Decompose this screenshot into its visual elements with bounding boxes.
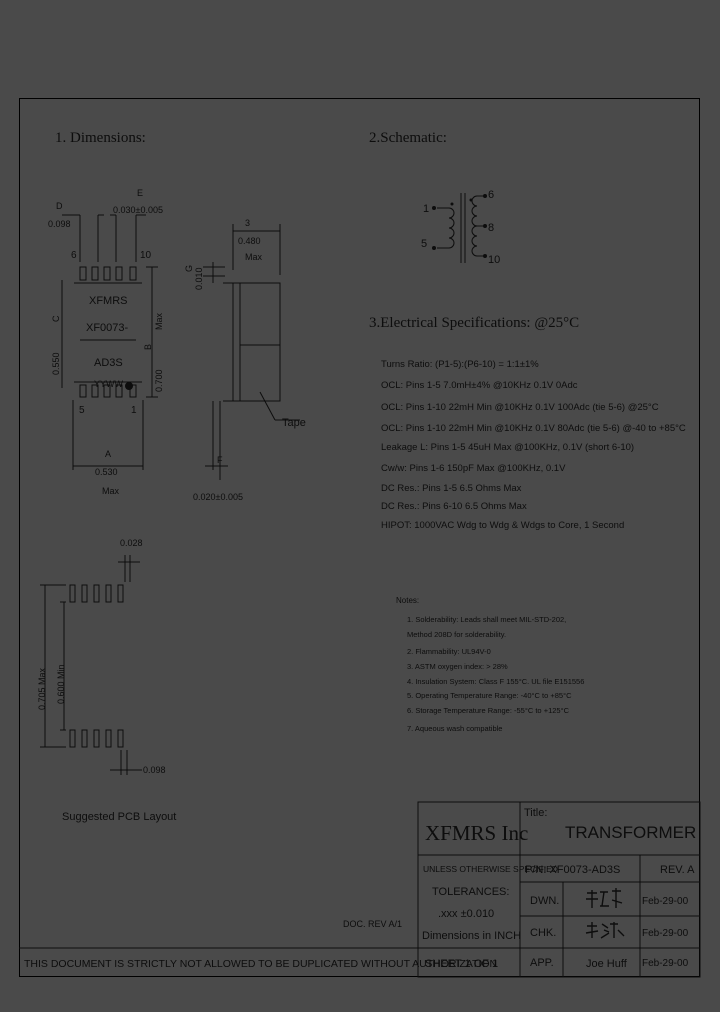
- electrical-heading: 3.Electrical Specifications: @25°C: [369, 315, 579, 331]
- dim-c: 0.550: [51, 352, 61, 375]
- datecode-mark: YYWW: [94, 379, 124, 389]
- app-label: APP.: [530, 957, 554, 969]
- schematic-pin6-label: 6: [488, 189, 494, 201]
- duplication-notice: THIS DOCUMENT IS STRICTLY NOT ALLOWED TO…: [24, 958, 497, 970]
- spec-line: Cw/w: Pins 1-6 150pF Max @100KHz, 0.1V: [381, 463, 566, 474]
- label-e: E: [137, 188, 143, 198]
- dim-a: 0.530: [95, 467, 118, 477]
- electrical-spec-list: Turns Ratio: (P1-5):(P6-10) = 1:1±1% OCL…: [381, 359, 686, 531]
- schematic-pin5-dot: [432, 246, 436, 250]
- spec-line: Turns Ratio: (P1-5):(P6-10) = 1:1±1%: [381, 359, 539, 370]
- dim-b: 0.700: [154, 369, 164, 392]
- schematic-phase-dot-primary: [450, 202, 454, 206]
- schematic-heading: 2.Schematic:: [369, 130, 447, 146]
- pin1-marker-dot: [125, 382, 133, 390]
- dim-g: 0.010: [194, 267, 204, 290]
- pcb-layout: [40, 555, 142, 775]
- schematic-phase-dot-secondary: [469, 198, 473, 202]
- schematic-pin10-dot: [483, 254, 487, 258]
- brand-mark: XFMRS: [89, 295, 128, 307]
- pcb-caption: Suggested PCB Layout: [62, 811, 176, 823]
- package-top-view: [61, 214, 158, 470]
- dwn-date: Feb-29-00: [642, 896, 689, 907]
- schematic-pin5-label: 5: [421, 238, 427, 250]
- title-label: Title:: [524, 807, 547, 819]
- note-line: 5. Operating Temperature Range: -40°C to…: [407, 691, 572, 700]
- part-mark: XF0073-: [86, 322, 129, 334]
- dim-e: 0.030±0.005: [113, 205, 163, 215]
- dim-width: 0.480: [238, 236, 261, 246]
- company-name: XFMRS Inc: [425, 821, 528, 845]
- dim-width-max: Max: [245, 252, 263, 262]
- spec-line: DC Res.: Pins 6-10 6.5 Ohms Max: [381, 501, 527, 512]
- pcb-dim-min: 0.600 Min: [56, 664, 66, 704]
- tolerance-value: .xxx ±0.010: [438, 908, 494, 920]
- schematic-diagram: [437, 193, 483, 263]
- suffix-mark: AD3S: [94, 357, 123, 369]
- note-line: 3. ASTM oxygen index: > 28%: [407, 662, 508, 671]
- schematic-pin10-label: 10: [488, 254, 500, 266]
- spec-line: OCL: Pins 1-5 7.0mH±4% @10KHz 0.1V 0Adc: [381, 380, 578, 391]
- dimensions-heading: 1. Dimensions:: [55, 130, 146, 146]
- pcb-dim-max: 0.705 Max: [37, 667, 47, 710]
- max-label-b: Max: [154, 312, 164, 330]
- spec-line: OCL: Pins 1-10 22mH Min @10KHz 0.1V 100A…: [381, 402, 659, 413]
- part-number: P/N: XF0073-AD3S: [525, 864, 620, 876]
- notes-list: Notes: 1. Solderability: Leads shall mee…: [396, 596, 584, 733]
- spec-line: DC Res.: Pins 1-5 6.5 Ohms Max: [381, 483, 522, 494]
- sheet-number: SHEET 1 OF 1: [425, 958, 498, 970]
- dim-f: 0.020±0.005: [193, 492, 243, 502]
- schematic-pin8-dot: [483, 224, 487, 228]
- revision: REV. A: [660, 864, 695, 876]
- note-line: Method 208D for solderability.: [407, 630, 506, 639]
- label-d: D: [56, 201, 63, 211]
- title-block: [19, 801, 701, 978]
- tape-label: Tape: [282, 417, 306, 429]
- chk-signature: [585, 922, 625, 939]
- schematic-pin1-dot: [432, 206, 436, 210]
- note-line: 6. Storage Temperature Range: -55°C to +…: [407, 706, 570, 715]
- pcb-dim-bottom: 0.098: [143, 765, 166, 775]
- package-side-view: [203, 224, 300, 480]
- unless-specified: UNLESS OTHERWISE SPECIFIED: [423, 864, 558, 874]
- label-f: F: [217, 455, 223, 465]
- spec-line: HIPOT: 1000VAC Wdg to Wdg & Wdgs to Core…: [381, 520, 624, 531]
- label-a: A: [105, 449, 111, 459]
- chk-date: Feb-29-00: [642, 928, 689, 939]
- drawing-title: TRANSFORMER: [565, 823, 696, 842]
- note-line: 1. Solderability: Leads shall meet MIL-S…: [407, 615, 566, 624]
- app-name: Joe Huff: [586, 958, 628, 970]
- label-g: G: [184, 265, 194, 272]
- chk-label: CHK.: [530, 927, 556, 939]
- label-3: 3: [245, 218, 250, 228]
- spec-line: Leakage L: Pins 1-5 45uH Max @100KHz, 0.…: [381, 442, 634, 453]
- tolerances-label: TOLERANCES:: [432, 886, 509, 898]
- schematic-pin1-label: 1: [423, 203, 429, 215]
- doc-rev: DOC. REV A/1: [343, 919, 402, 929]
- label-c: C: [51, 315, 61, 322]
- dwn-label: DWN.: [530, 895, 559, 907]
- dwn-signature: [586, 888, 623, 908]
- dim-a-max: Max: [102, 486, 120, 496]
- spec-line: OCL: Pins 1-10 22mH Min @10KHz 0.1V 80Ad…: [381, 423, 686, 434]
- pin-10-label: 10: [140, 250, 152, 261]
- note-line: 4. Insulation System: Class F 155°C. UL …: [407, 677, 584, 686]
- notes-title: Notes:: [396, 596, 419, 605]
- schematic-pin8-label: 8: [488, 222, 494, 234]
- app-date: Feb-29-00: [642, 958, 689, 969]
- pcb-dim-top: 0.028: [120, 538, 143, 548]
- pin-6-label: 6: [71, 250, 77, 261]
- note-line: 7. Aqueous wash compatible: [407, 724, 502, 733]
- drawing-sheet: [19, 98, 700, 977]
- pin-1-label: 1: [131, 405, 137, 416]
- dim-d: 0.098: [48, 219, 71, 229]
- label-b: B: [143, 344, 153, 350]
- note-line: 2. Flammability: UL94V-0: [407, 647, 491, 656]
- pin-5-label: 5: [79, 405, 85, 416]
- schematic-pin6-dot: [483, 194, 487, 198]
- dimensions-unit: Dimensions in INCH: [422, 930, 521, 942]
